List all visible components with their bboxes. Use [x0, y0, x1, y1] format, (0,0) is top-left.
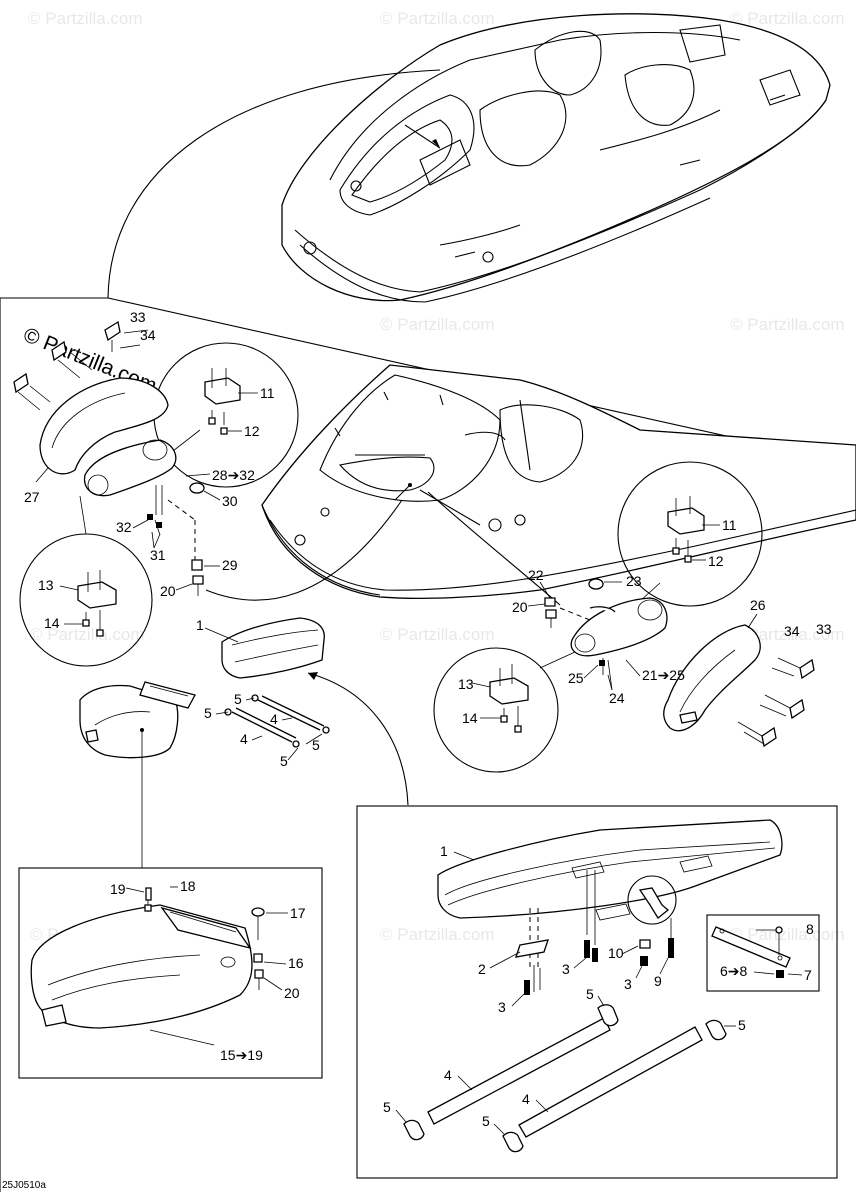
- callout-25: 25: [568, 670, 584, 686]
- callout-21-25: 21➔25: [642, 667, 685, 683]
- callout-33: 33: [130, 309, 146, 325]
- callout-32: 32: [116, 519, 132, 535]
- callout-5: 5: [482, 1113, 490, 1129]
- leader-line: [539, 651, 576, 669]
- callout-1: 1: [440, 843, 448, 859]
- callout-11: 11: [722, 517, 737, 533]
- callout-19: 19: [110, 881, 126, 897]
- callout-4: 4: [270, 711, 278, 727]
- callout-7: 7: [804, 967, 812, 983]
- seat-base: [30, 887, 265, 1046]
- callout-23: 23: [626, 573, 642, 589]
- seat-cushion-1: [221, 617, 325, 679]
- leader-line: [107, 69, 441, 299]
- callout-1: 1: [196, 617, 204, 633]
- bow-view: [261, 364, 856, 599]
- callout-12: 12: [244, 423, 260, 439]
- callout-11: 11: [260, 385, 275, 401]
- watermark: © Partzilla.com: [730, 9, 845, 28]
- callout-10: 10: [608, 945, 624, 961]
- callout-24: 24: [609, 690, 625, 706]
- watermark: © Partzilla.com: [380, 315, 495, 334]
- leader-line: [427, 491, 561, 606]
- callout-15-19: 15➔19: [220, 1047, 263, 1063]
- callout-8: 8: [806, 921, 814, 937]
- callout-5: 5: [312, 737, 320, 753]
- callout-3: 3: [498, 999, 506, 1015]
- callout-leaders: [35, 467, 803, 1135]
- callout-28-32: 28➔32: [212, 467, 255, 483]
- drawing-code: 25J0510a: [2, 1180, 46, 1191]
- callout-6-8: 6➔8: [720, 963, 748, 979]
- callout-34: 34: [784, 623, 800, 639]
- leader-line: [307, 672, 409, 806]
- callout-2: 2: [478, 961, 486, 977]
- callout-22: 22: [528, 567, 544, 583]
- detail-box-bracket: [706, 914, 820, 992]
- callout-14: 14: [462, 710, 478, 726]
- leader-line: [453, 851, 475, 861]
- callout-34: 34: [140, 327, 156, 343]
- callout-33: 33: [816, 621, 832, 637]
- boat-overview: [281, 13, 831, 303]
- callout-18: 18: [180, 878, 196, 894]
- callout-9: 9: [654, 973, 662, 989]
- fasteners-seat-frame: [515, 870, 674, 995]
- detail-box-seat-base: [18, 867, 323, 1079]
- arrow-head: [308, 672, 318, 680]
- callout-16: 16: [288, 955, 304, 971]
- callouts: 33 34 11 12 27 28➔32 30 32 31 29 20 13 1…: [24, 309, 832, 1129]
- callout-4: 4: [240, 731, 248, 747]
- callout-5: 5: [280, 753, 288, 769]
- callout-5: 5: [204, 705, 212, 721]
- callout-3: 3: [562, 961, 570, 977]
- callout-20: 20: [512, 599, 528, 615]
- callout-17: 17: [290, 905, 306, 921]
- callout-5: 5: [234, 691, 242, 707]
- callout-27: 27: [24, 489, 40, 505]
- bench-cushion: [79, 681, 196, 759]
- callout-14: 14: [44, 615, 60, 631]
- callout-13: 13: [38, 577, 54, 593]
- callout-5: 5: [586, 986, 594, 1002]
- detail-circle-lower-left: [19, 533, 153, 667]
- callout-12: 12: [708, 553, 724, 569]
- watermark: © Partzilla.com: [730, 315, 845, 334]
- watermark: © Partzilla.com: [380, 625, 495, 644]
- callout-20: 20: [160, 583, 176, 599]
- leader-line: [205, 499, 403, 601]
- watermark: © Partzilla.com: [30, 625, 145, 644]
- bracket-6: [711, 926, 791, 978]
- callout-20: 20: [284, 985, 300, 1001]
- support-rods-lower: [403, 1004, 727, 1153]
- left-backrest-assembly: [13, 320, 205, 596]
- leader-line: [79, 495, 87, 535]
- detail-circle-lower-right: [433, 647, 559, 773]
- callout-3: 3: [624, 976, 632, 992]
- watermark: © Partzilla.com: [380, 9, 495, 28]
- leader-line: [204, 627, 239, 643]
- detail-circle-upper-left: [153, 342, 299, 488]
- callout-29: 29: [222, 557, 238, 573]
- seat-frame-1: [437, 819, 783, 925]
- watermark: © Partzilla.com: [380, 925, 495, 944]
- callout-31: 31: [150, 547, 166, 563]
- callout-4: 4: [522, 1091, 530, 1107]
- right-backrest-assembly: [544, 578, 815, 748]
- callout-13: 13: [458, 676, 474, 692]
- detail-circle-upper-right: [617, 461, 763, 607]
- callout-5: 5: [383, 1099, 391, 1115]
- callout-26: 26: [750, 597, 766, 613]
- callout-4: 4: [444, 1067, 452, 1083]
- callout-30: 30: [222, 493, 238, 509]
- callout-5: 5: [738, 1017, 746, 1033]
- watermark: © Partzilla.com: [28, 9, 143, 28]
- detail-box-seat-frame: [356, 805, 838, 1179]
